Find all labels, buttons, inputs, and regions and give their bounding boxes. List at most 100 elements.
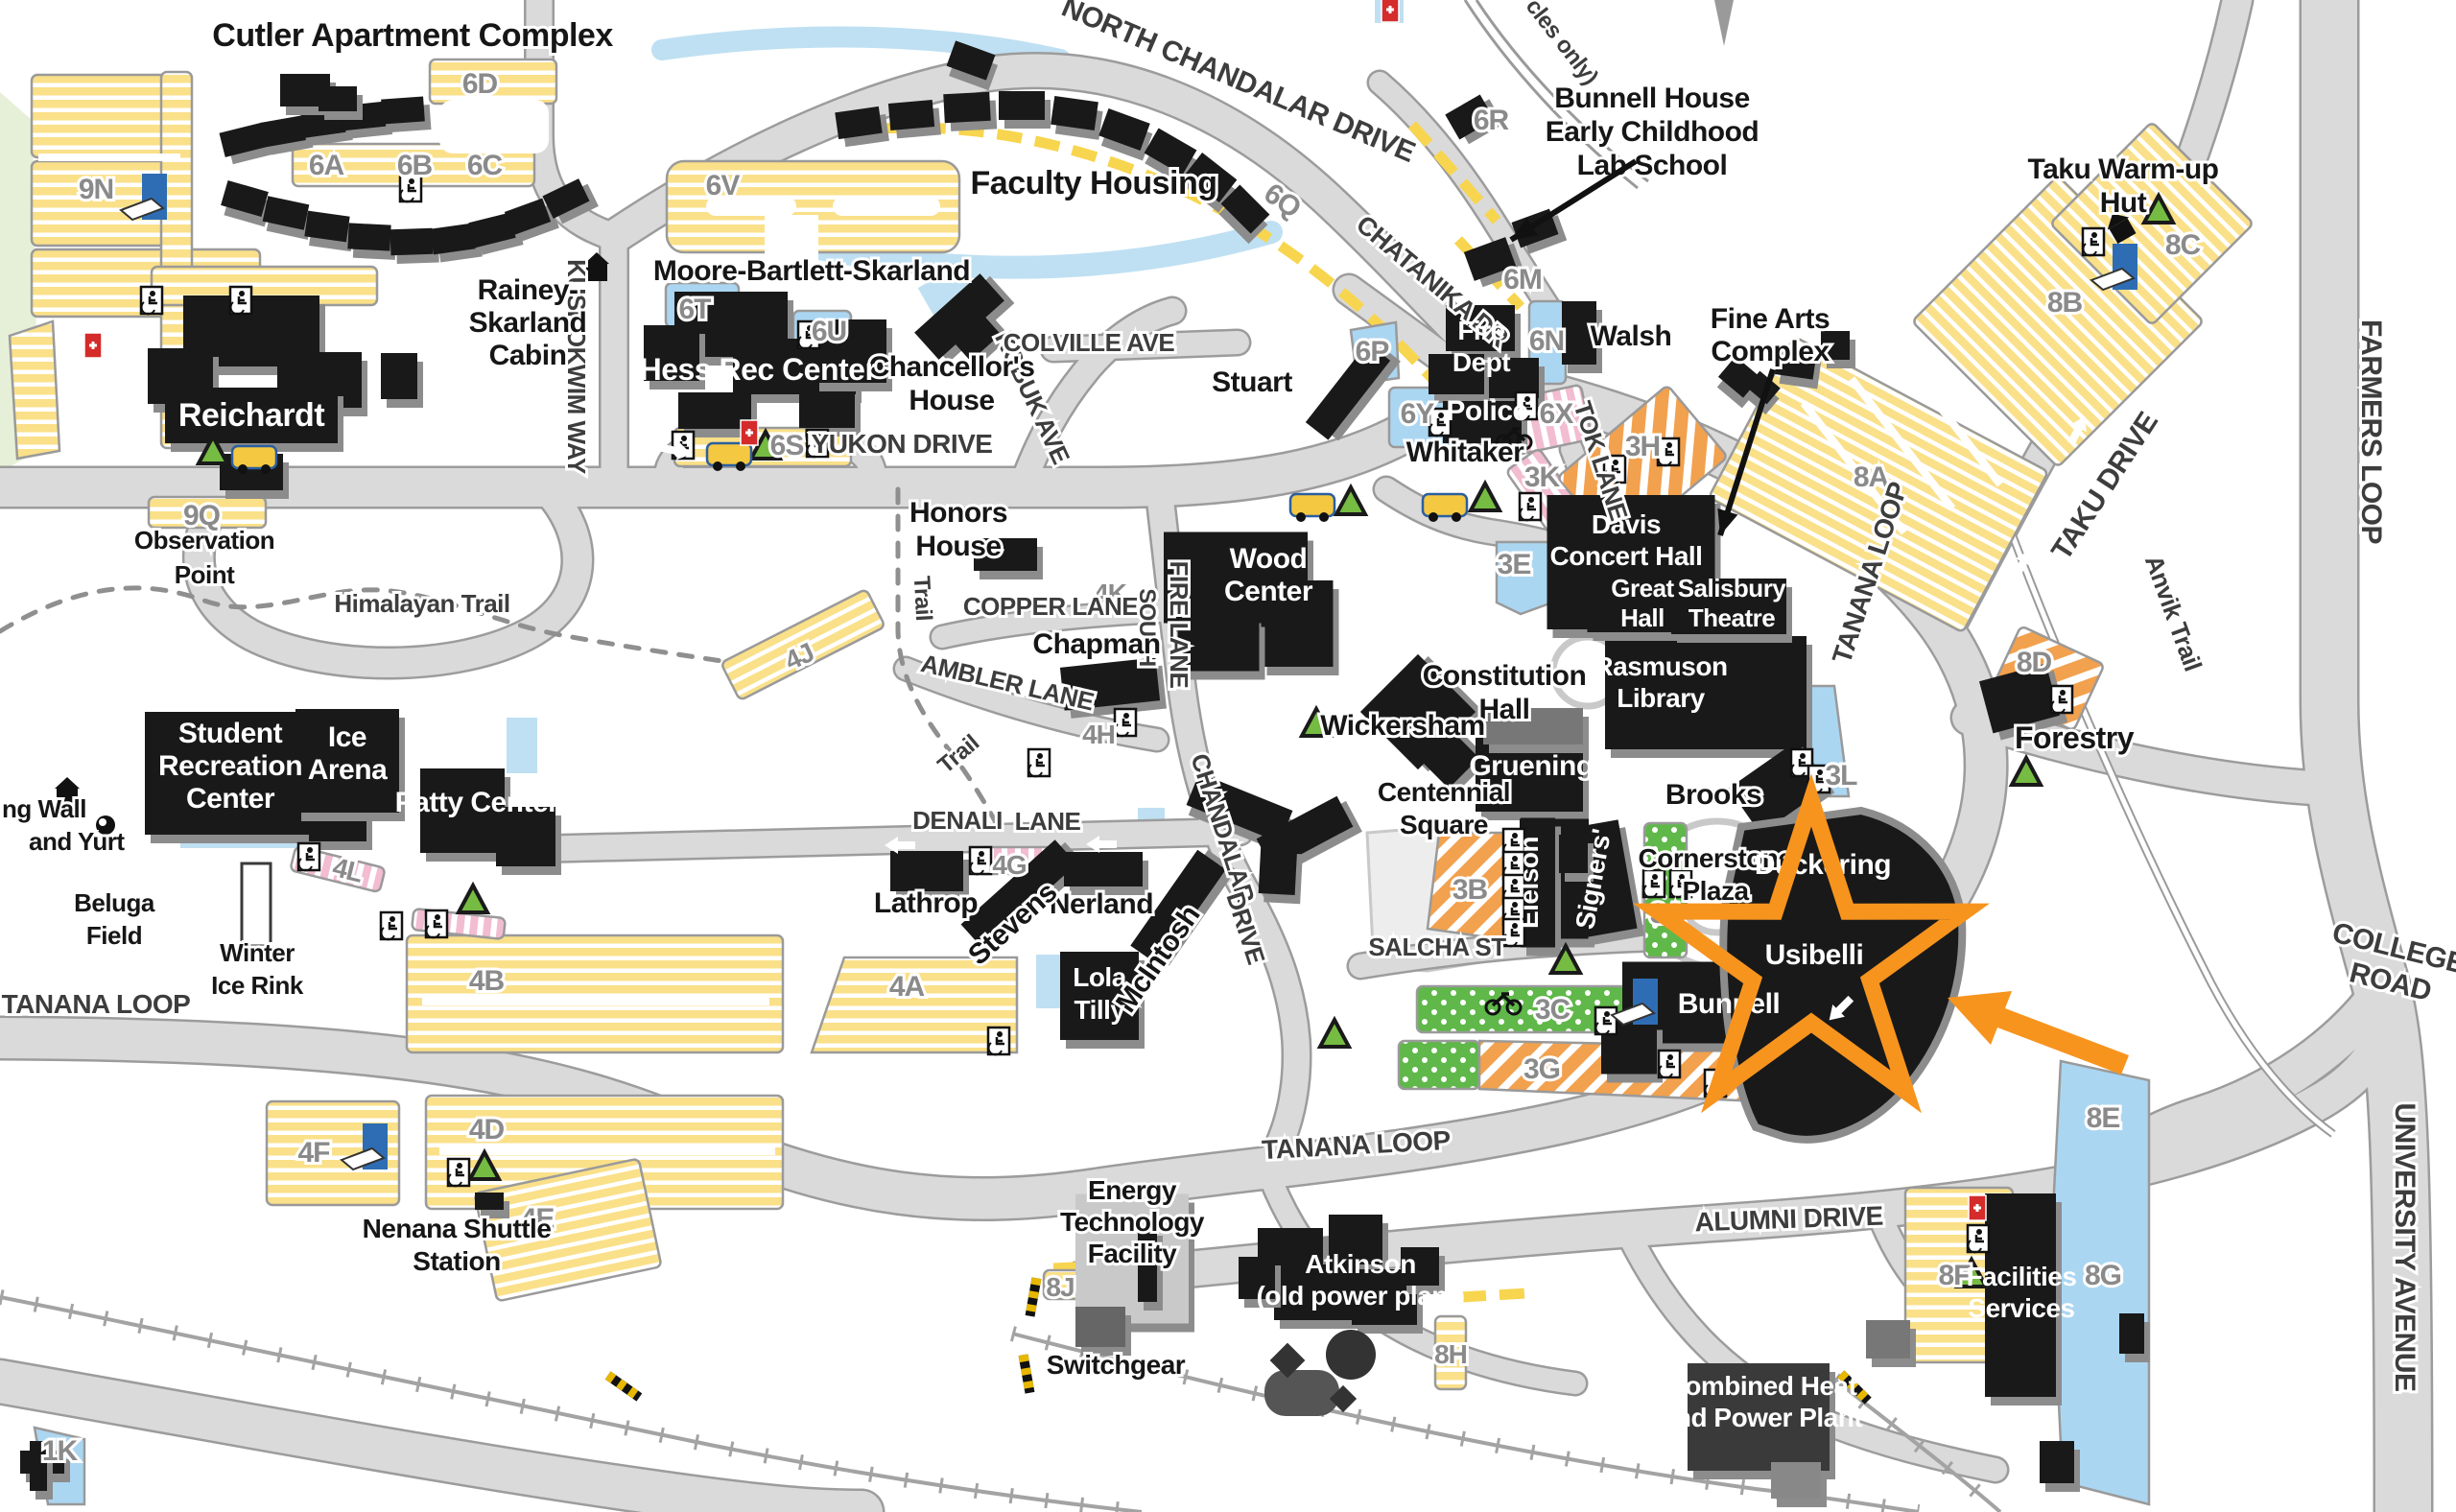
- label-line: 4G: [992, 850, 1027, 880]
- handicap-icon: [446, 1157, 471, 1188]
- label-road-denali-1: DENALI: [912, 806, 1003, 835]
- handicap-body: [1602, 1017, 1612, 1026]
- building-hess-6: [799, 393, 855, 428]
- building-patty-1: [420, 768, 505, 853]
- icons-layer: [55, 0, 2177, 1405]
- bus-wheel: [261, 464, 271, 474]
- building-cutler-13: [430, 223, 476, 255]
- bus-wheel: [1452, 512, 1461, 522]
- firstaid-cross: [1973, 1204, 1981, 1212]
- building-faculty-5: [1051, 95, 1098, 131]
- road-arrow-icon: [106, 510, 124, 542]
- label-road-anvik-trail: Anvik Trail: [2139, 552, 2208, 675]
- crossing-stripes: [1025, 1277, 1042, 1317]
- label-line: Himalayan Trail: [334, 589, 509, 618]
- handicap-wheel: [1114, 723, 1129, 738]
- building-faculty-8: [1184, 153, 1238, 202]
- lot-cutout: [833, 197, 940, 216]
- handicap-head: [1438, 413, 1444, 418]
- handicap-icon: [1514, 390, 1539, 421]
- label-line: Observation: [134, 526, 274, 555]
- label-line: TANANA LOOP: [2, 989, 191, 1019]
- label-line: Taku Warm-up: [2027, 154, 2218, 185]
- handicap-wheel: [297, 858, 313, 872]
- cabin-roof: [584, 252, 609, 264]
- building-cutler-1: [219, 123, 267, 157]
- handicap-icon: [968, 845, 993, 876]
- building-switchgear-bldg: [1075, 1307, 1125, 1347]
- building-cutler-12: [390, 227, 434, 256]
- label-name-brooks: Brooks: [1665, 779, 1761, 811]
- handicap-icon: [986, 1026, 1011, 1056]
- handicap-wheel: [1669, 885, 1685, 899]
- label-code-6m: 6M: [1503, 264, 1542, 295]
- label-line: 6Y: [1401, 398, 1435, 430]
- label-code-3c: 3C: [1535, 994, 1570, 1026]
- label-line: Anvik Trail: [2139, 552, 2208, 675]
- handicap-icon: [296, 841, 321, 872]
- road-arrow-icon: [1086, 836, 1117, 853]
- label-line: Services: [1968, 1293, 2074, 1323]
- water-patch: [917, 265, 975, 317]
- tree-icon: [1547, 941, 1584, 975]
- handicap-head: [150, 291, 155, 296]
- handicap-wheel: [425, 925, 440, 939]
- label-line: Walsh: [1591, 320, 1672, 352]
- label-line: Rainey-: [478, 274, 579, 306]
- building-finearts-3: [1774, 343, 1818, 380]
- label-trail-label-1: Trail: [909, 576, 936, 622]
- handicap-body: [1510, 929, 1520, 937]
- cabin-roof: [55, 777, 80, 789]
- handicap-wheel: [1519, 508, 1534, 522]
- label-wlabel-atkinson: Atkinson(old power plant): [1256, 1249, 1464, 1311]
- label-line: Patty Center: [395, 787, 560, 818]
- label-line: Bunnell: [1678, 988, 1781, 1020]
- cabin-body: [586, 264, 607, 281]
- label-code-8c: 8C: [2165, 229, 2201, 261]
- label-wlabel-usibelli: Usibelli: [1765, 939, 1864, 971]
- building-bunnell-house-bldg: [1463, 237, 1517, 281]
- handicap-head: [1528, 497, 1534, 503]
- handicap-wheel: [1790, 764, 1806, 778]
- handicap-head: [1123, 713, 1129, 719]
- handicap-icon: [398, 173, 423, 203]
- handicap-wheel: [2050, 700, 2066, 715]
- handicap-body: [1611, 465, 1620, 474]
- handicap-icon: [2081, 226, 2106, 257]
- label-line: Police: [1446, 395, 1527, 427]
- himalayan-trail: [0, 585, 744, 667]
- label-line: Trail: [909, 576, 936, 622]
- label-line: Arena: [308, 754, 388, 786]
- label-line: Whitaker: [1406, 437, 1525, 468]
- rail-crossing-icon: [1837, 1370, 1872, 1405]
- handicap-body: [407, 184, 416, 193]
- label-name-climb-1: ng Wall: [2, 794, 86, 823]
- handicap-wheel: [797, 336, 813, 350]
- building-faculty-7: [1144, 128, 1197, 176]
- cabin-icon: [2107, 213, 2137, 245]
- label-line: Eielson: [1514, 837, 1544, 929]
- bus-icon: [705, 441, 753, 471]
- label-road-salcha: SALCHA ST: [1368, 933, 1506, 961]
- bus-wheel: [238, 464, 248, 474]
- tree-icon: [1298, 704, 1334, 738]
- label-line: 3G: [1523, 1053, 1560, 1085]
- label-line: 6T: [678, 294, 711, 325]
- label-code-4b: 4B: [469, 965, 505, 997]
- atkinson-structure: [1269, 1342, 1306, 1379]
- handicap-body: [977, 857, 986, 865]
- label-line: 8B: [2047, 287, 2083, 319]
- handicap-wheel: [1594, 1022, 1610, 1036]
- building-stuart-bldg: [1305, 343, 1391, 440]
- building-reichardt-6: [381, 353, 417, 399]
- tree-icon: [1467, 479, 1503, 512]
- label-line: 4F: [297, 1137, 330, 1169]
- label-line: 4D: [469, 1114, 505, 1146]
